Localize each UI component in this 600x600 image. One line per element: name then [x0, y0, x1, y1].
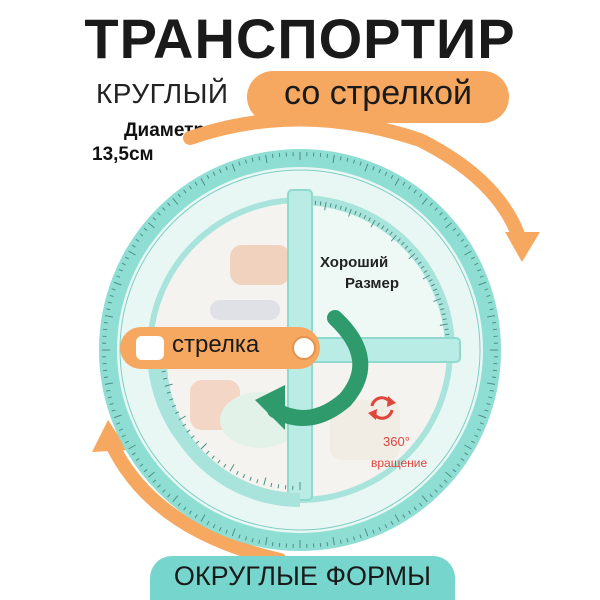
orange-swirl-arrow-icon	[92, 112, 540, 567]
product-title: ТРАНСПОРТИР	[84, 7, 516, 70]
rotation-degrees: 360°	[383, 434, 410, 449]
rotate-arrows-icon	[368, 396, 396, 420]
curved-green-arrow-icon	[255, 310, 369, 430]
subtitle-pill-text: со стрелкой	[284, 74, 472, 112]
arrow-label: стрелка	[172, 331, 260, 358]
bottom-banner-text: ОКРУГЛЫЕ ФОРМЫ	[173, 561, 432, 591]
half-scale-ticks	[299, 200, 450, 351]
good-size-line1: Хороший	[320, 254, 389, 271]
good-size-line2: Размер	[345, 275, 400, 292]
bottom-banner-background	[150, 556, 455, 600]
outer-scale-ticks	[102, 152, 498, 548]
orange-pointer-arrow[interactable]	[120, 327, 320, 369]
diameter-value: 13,5см	[92, 144, 154, 165]
subtitle-round: КРУГЛЫЙ	[96, 78, 229, 109]
rotation-label: вращение	[371, 456, 428, 470]
